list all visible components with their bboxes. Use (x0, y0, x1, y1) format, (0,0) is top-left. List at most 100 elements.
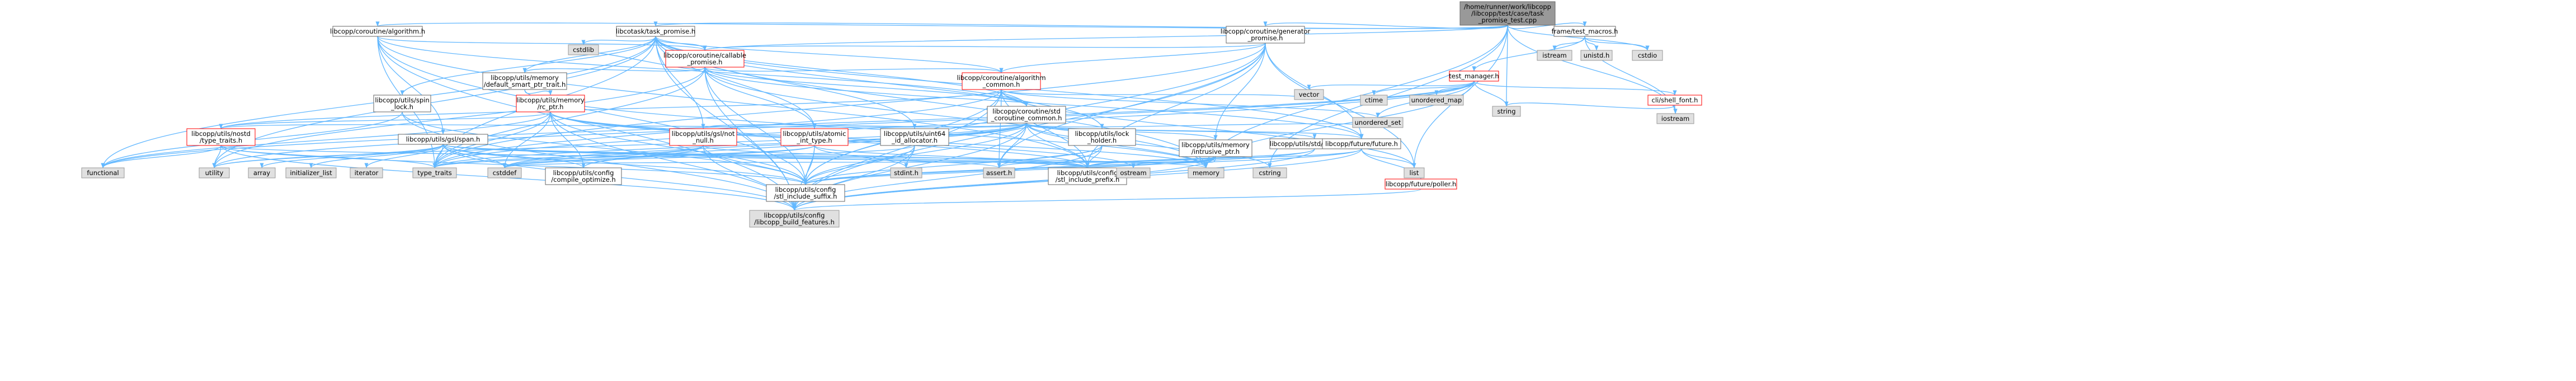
node-label-lock_holder-line-1: _holder.h (1087, 137, 1117, 144)
node-algorithm_common[interactable]: libcopp/coroutine/algorithm_common.h (957, 72, 1046, 90)
node-box-poller (1384, 178, 1457, 190)
node-label-stl_prefix-line-1: /stl_include_prefix.h (1056, 176, 1120, 184)
node-label-frame_test_macros-line-0: frame/test_macros.h (1552, 27, 1618, 35)
node-generator_promise[interactable]: libcopp/coroutine/generator_promise.h (1221, 26, 1311, 44)
edge-std_coroutine_common-to-s_cstddef (502, 123, 1027, 168)
edge-gsl_span-to-s_utility (212, 144, 444, 168)
node-label-rc_ptr-line-1: /rc_ptr.h (538, 103, 564, 111)
node-box-algorithm_common (962, 72, 1041, 90)
node-uint64_id[interactable]: libcopp/utils/uint64_id_allocator.h (880, 128, 949, 146)
node-box-std_coroutine_common (987, 106, 1066, 124)
node-root[interactable]: /home/runner/work/libcopp/libcopp/test/c… (1459, 1, 1556, 26)
node-label-atomic_int_type-line-1: _int_type.h (796, 137, 832, 144)
edge-task_promise-to-std_coroutine_common (655, 36, 1029, 107)
node-label-task_promise-line-0: libcotask/task_promise.h (616, 27, 695, 35)
edge-algorithm-to-build_features (377, 36, 797, 211)
node-label-root-line-1: /libcopp/test/case/task (1471, 10, 1544, 17)
node-box-s_string (1492, 106, 1521, 117)
node-default_smart_ptr[interactable]: libcopp/utils/memory/default_smart_ptr_t… (482, 72, 567, 90)
edge-std_coroutine_common-to-stl_suffix (803, 123, 1027, 185)
node-callable_promise[interactable]: libcopp/coroutine/callable_promise.h (663, 50, 746, 68)
edge-frame_test_macros-to-s_istream (1552, 36, 1585, 51)
node-frame_test_macros[interactable]: frame/test_macros.h (1552, 26, 1618, 37)
edge-std_coroutine_common-to-future (1026, 123, 1364, 139)
node-label-uint64_id-line-0: libcopp/utils/uint64 (884, 130, 946, 138)
edge-root-to-generator_promise (1263, 21, 1508, 29)
edge-rc_ptr-to-type_traits_h (219, 111, 551, 129)
edge-callable_promise-to-atomic_int_type (704, 67, 817, 129)
node-label-s_initializer_list-line-0: initializer_list (290, 169, 332, 177)
edge-std_coroutine_common-to-s_cstring (1026, 123, 1272, 168)
node-intrusive_ptr[interactable]: libcopp/utils/memory/intrusive_ptr.h (1179, 139, 1252, 157)
node-gsl_span[interactable]: libcopp/utils/gsl/span.h (398, 134, 488, 145)
node-box-s_iterator (350, 167, 383, 178)
node-future[interactable]: libcopp/future/future.h (1322, 138, 1401, 149)
node-label-s_vector-line-0: vector (1299, 91, 1320, 98)
node-s_assert: assert.h (983, 167, 1015, 178)
node-std_coroutine_common[interactable]: libcopp/coroutine/std_coroutine_common.h (987, 106, 1066, 124)
node-label-s_cstddef-line-0: cstddef (493, 169, 517, 177)
edge-algorithm-to-stl_prefix (377, 36, 1090, 168)
node-label-compile_optimize-line-1: /compile_optimize.h (551, 176, 615, 184)
node-box-compile_optimize (545, 167, 622, 185)
node-label-compile_optimize-line-0: libcopp/utils/config (553, 169, 614, 177)
node-box-lock_holder (1068, 128, 1136, 146)
node-box-s_unordered_set (1352, 117, 1404, 128)
node-s_unistd: unistd.h (1580, 50, 1613, 61)
edge-shell_font-to-s_string (1504, 101, 1675, 109)
node-algorithm[interactable]: libcopp/coroutine/algorithm.h (330, 26, 425, 37)
node-box-s_utility (199, 167, 230, 178)
edge-algorithm_common-to-s_assert (997, 89, 1002, 168)
node-stl_suffix[interactable]: libcopp/utils/config/stl_include_suffix.… (766, 184, 845, 202)
node-s_stdint: stdint.h (890, 167, 922, 178)
node-label-callable_promise-line-1: _promise.h (687, 58, 723, 66)
node-box-default_smart_ptr (482, 72, 567, 90)
node-label-s_ostream-line-0: ostream (1120, 169, 1146, 177)
edge-task_promise-to-spin_lock (400, 36, 656, 96)
edge-not_null-to-stl_prefix (703, 145, 1090, 168)
node-not_null[interactable]: libcopp/utils/gsl/not_null.h (669, 128, 737, 146)
node-label-stl_prefix-line-0: libcopp/utils/config (1057, 169, 1118, 177)
node-label-generator_promise-line-0: libcopp/coroutine/generator (1221, 27, 1311, 35)
node-label-s_list-line-0: list (1410, 169, 1419, 177)
edge-not_null-to-s_cstddef (502, 145, 704, 168)
node-s_ctime: ctime (1360, 95, 1388, 106)
node-lock_holder[interactable]: libcopp/utils/lock_holder.h (1068, 128, 1136, 146)
edge-callable_promise-to-s_memory (704, 67, 1208, 168)
node-s_utility: utility (199, 167, 230, 178)
node-s_functional: functional (81, 167, 125, 178)
node-label-s_array-line-0: array (253, 169, 270, 177)
edge-gsl_span-to-s_cstddef (442, 144, 507, 168)
node-box-stl_suffix (766, 184, 845, 202)
node-stl_prefix[interactable]: libcopp/utils/config/stl_include_prefix.… (1048, 167, 1127, 185)
node-box-s_istream (1537, 50, 1572, 61)
node-shell_font[interactable]: cli/shell_font.h (1647, 95, 1702, 106)
node-spin_lock[interactable]: libcopp/utils/spin_lock.h (373, 95, 431, 112)
node-label-s_type_traits-line-0: type_traits (417, 169, 451, 177)
node-test_manager[interactable]: test_manager.h (1449, 70, 1499, 82)
node-label-spin_lock-line-0: libcopp/utils/spin (375, 96, 429, 104)
node-box-frame_test_macros (1553, 26, 1616, 37)
node-type_traits_h[interactable]: libcopp/utils/nostd/type_traits.h (186, 128, 256, 146)
node-box-callable_promise (665, 50, 745, 68)
node-box-uint64_id (880, 128, 949, 146)
edge-root-to-s_string (1504, 25, 1509, 107)
node-task_promise[interactable]: libcotask/task_promise.h (616, 26, 695, 37)
node-label-rc_ptr-line-0: libcopp/utils/memory (516, 96, 585, 104)
edge-future-to-stl_prefix (1085, 148, 1362, 168)
edge-generator_promise-to-stl_prefix (1085, 43, 1266, 168)
node-label-algorithm_common-line-0: libcopp/coroutine/algorithm (957, 74, 1046, 82)
node-label-s_unistd-line-0: unistd.h (1584, 51, 1610, 59)
node-poller[interactable]: libcopp/future/poller.h (1384, 178, 1457, 190)
node-label-root-line-0: /home/runner/work/libcopp (1464, 3, 1551, 11)
node-compile_optimize[interactable]: libcopp/utils/config/compile_optimize.h (545, 167, 622, 185)
edge-rc_ptr-to-s_functional (101, 111, 551, 168)
edge-test_manager-to-s_type_traits (432, 81, 1475, 168)
node-label-stl_suffix-line-1: /stl_include_suffix.h (774, 192, 837, 200)
edge-callable_promise-to-default_smart_ptr (522, 67, 705, 73)
node-atomic_int_type[interactable]: libcopp/utils/atomic_int_type.h (780, 128, 849, 146)
node-box-atomic_int_type (780, 128, 849, 146)
node-s_initializer_list: initializer_list (285, 167, 337, 178)
edge-std_coroutine-to-stl_prefix (1085, 148, 1315, 168)
node-rc_ptr[interactable]: libcopp/utils/memory/rc_ptr.h (516, 95, 585, 112)
